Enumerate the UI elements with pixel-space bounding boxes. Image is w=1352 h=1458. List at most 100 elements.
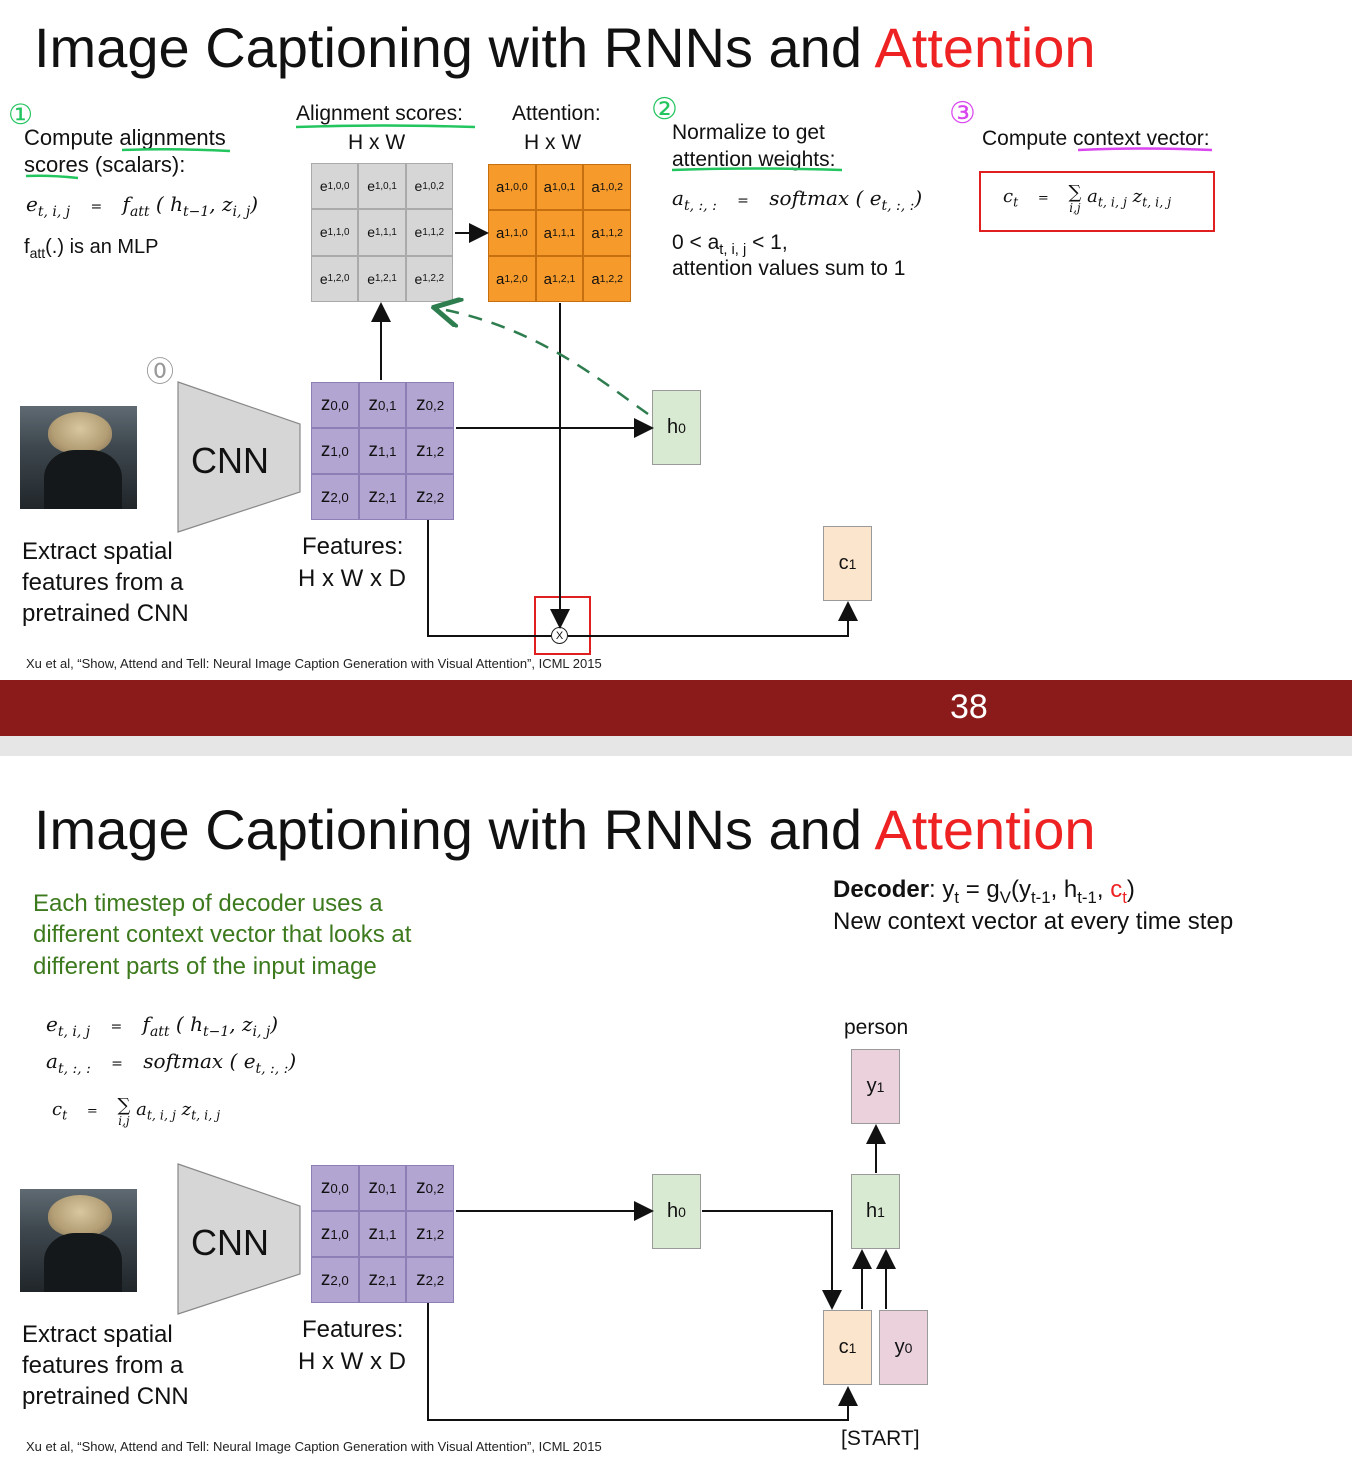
- multiply-highlight: [534, 596, 591, 655]
- step-1-underlines: [25, 147, 231, 180]
- slide-2-arrows: [427, 1124, 896, 1421]
- slide-1-title: Image Captioning with RNNs and Attention: [34, 16, 1096, 79]
- start-token: [START]: [841, 1427, 920, 1450]
- green-text-line2: different context vector that looks at: [33, 921, 412, 948]
- features-label-line1: Features:: [302, 1316, 404, 1343]
- step-3-marker: ③: [949, 97, 976, 130]
- alignment-equation: et, i, j = fatt ( ht−1, zi, j): [26, 192, 259, 220]
- range-text: 0 < at, i, j < 1,: [672, 231, 788, 259]
- equation-3: ct = ∑i,j at, i, j zt, i, j: [52, 1095, 221, 1129]
- slide-1: Image Captioning with RNNs and Attention…: [0, 0, 1352, 680]
- extract-text-line1: Extract spatial: [22, 538, 173, 565]
- features-label-line2: H x W x D: [298, 565, 406, 592]
- citation: Xu et al, “Show, Attend and Tell: Neural…: [26, 1439, 602, 1454]
- slide-2-title: Image Captioning with RNNs and Attention: [34, 798, 1096, 861]
- extract-text-line3: pretrained CNN: [22, 600, 189, 627]
- title-accent: Attention: [874, 16, 1096, 79]
- decoder-line2: New context vector at every time step: [833, 908, 1234, 935]
- slide-2: Image Captioning with RNNs and Attention…: [0, 756, 1352, 1458]
- context-equation: ct = ∑i,j at, i, j zt, i, j: [1003, 182, 1172, 216]
- page-bar: 38: [0, 680, 1352, 736]
- green-text-line3: different parts of the input image: [33, 953, 377, 980]
- input-photo: [20, 1189, 137, 1292]
- input-photo: [20, 406, 137, 509]
- step-3-text: Compute context vector:: [982, 127, 1210, 150]
- decoder-line1: Decoder: yt = gV(yt-1, ht-1, ct): [833, 876, 1135, 907]
- extract-text-line2: features from a: [22, 1352, 184, 1379]
- extract-text-line1: Extract spatial: [22, 1321, 173, 1348]
- extract-text-line3: pretrained CNN: [22, 1383, 189, 1410]
- features-label-line2: H x W x D: [298, 1348, 406, 1375]
- alignment-underline: [295, 124, 476, 129]
- attention-label-line2: H x W: [524, 131, 582, 154]
- extract-text-line2: features from a: [22, 569, 184, 596]
- cnn-trapezoid: [177, 1163, 301, 1315]
- step-2-text-line1: Normalize to get: [672, 121, 825, 144]
- title-accent: Attention: [874, 798, 1096, 861]
- slide-1-arrows: [371, 223, 858, 637]
- features-label-line1: Features:: [302, 533, 404, 560]
- step-1-marker: ①: [8, 99, 34, 130]
- alignment-label-line2: H x W: [348, 131, 406, 154]
- equation-1: et, i, j = fatt ( ht−1, zi, j): [46, 1012, 279, 1040]
- cnn-label: CNN: [191, 1222, 269, 1263]
- page-number: 38: [950, 688, 988, 726]
- step-0-marker: ⓪: [146, 356, 175, 387]
- green-text-line1: Each timestep of decoder uses a: [33, 890, 383, 917]
- step-3-underline: [1077, 147, 1213, 152]
- fatt-note: fatt(.) is an MLP: [24, 236, 159, 261]
- citation: Xu et al, “Show, Attend and Tell: Neural…: [26, 656, 602, 671]
- softmax-equation: at, :, : = softmax ( et, :, :): [672, 186, 923, 214]
- attention-label-line1: Attention:: [512, 102, 601, 125]
- step-2-marker: ②: [651, 93, 678, 126]
- step-2-underline: [671, 167, 843, 172]
- slide-separator: [0, 736, 1352, 756]
- output-word-person: person: [844, 1016, 909, 1039]
